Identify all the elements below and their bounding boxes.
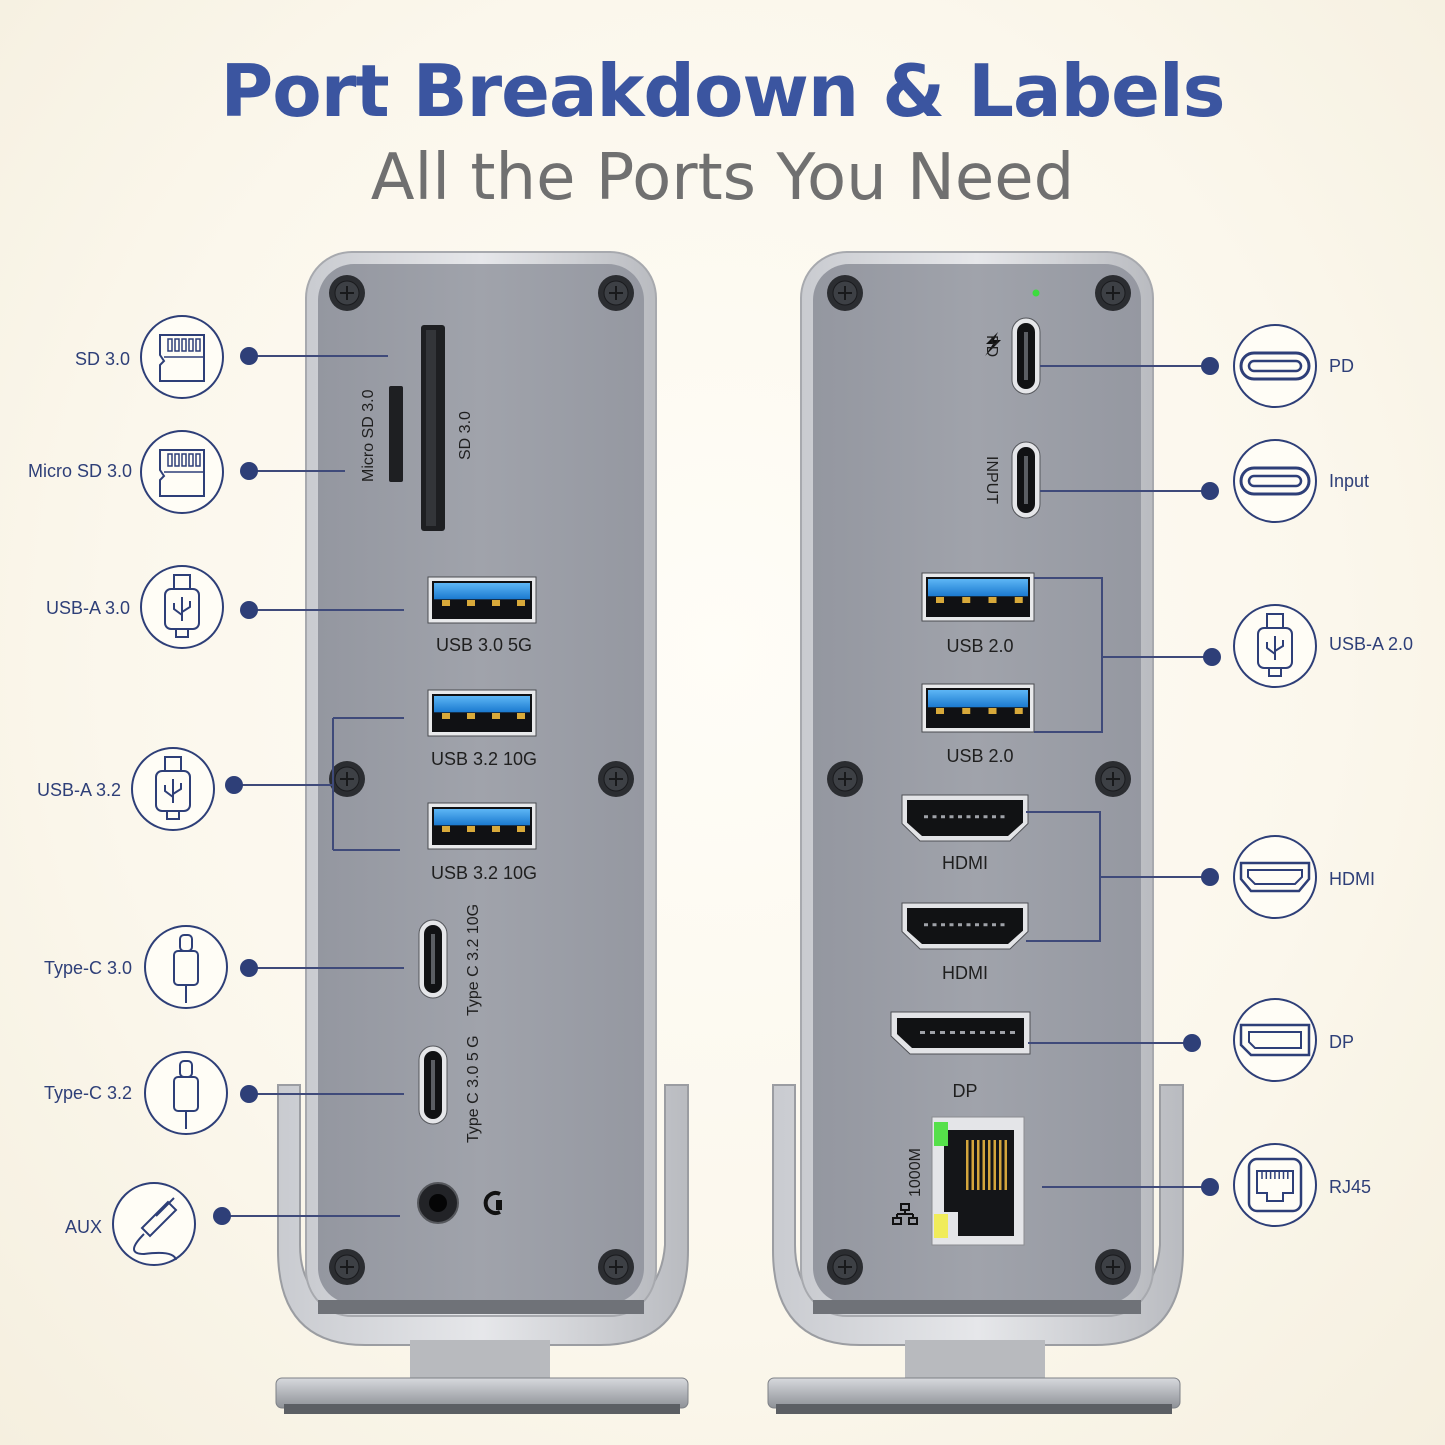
callout-dot: [240, 1085, 258, 1103]
dp-port-label: DP: [952, 1081, 978, 1101]
screw: [329, 1249, 365, 1285]
callout-dot: [225, 776, 243, 794]
screw: [598, 275, 634, 311]
screw: [827, 275, 863, 311]
ethernet-port-icon: [1233, 1143, 1317, 1227]
usb20-port-label-2: USB 2.0: [946, 746, 1014, 766]
headphones-icon: [483, 1191, 502, 1215]
callout-label-hdmi: HDMI: [1329, 869, 1375, 889]
lightning-icon: [985, 332, 1001, 356]
usb-port-label-2: USB 3.2 10G: [430, 749, 538, 769]
callout-label-micro-sd: Micro SD 3.0: [27, 461, 132, 481]
usb-c-port-icon: [1233, 324, 1317, 408]
callout-label-pd: PD: [1329, 356, 1355, 376]
screw: [1095, 761, 1131, 797]
usb-c-plug-icon: [144, 925, 228, 1009]
page-title: Port Breakdown & Labels: [220, 49, 1226, 133]
type-c-port-2: [418, 1045, 448, 1125]
left-dock: [275, 251, 689, 1414]
screw: [1095, 1249, 1131, 1285]
pd-type-c-port: [1011, 317, 1041, 395]
usb-3-2-port-2: [427, 802, 537, 850]
sd-slot-label: SD 3.0: [457, 411, 474, 460]
callout-dot: [1183, 1034, 1201, 1052]
callout-dot: [213, 1207, 231, 1225]
usb-c-port-icon: [1233, 439, 1317, 523]
micro-sd-card-icon: [140, 430, 224, 514]
callout-label-rj45: RJ45: [1329, 1177, 1372, 1197]
usb20-port-label-1: USB 2.0: [946, 636, 1014, 656]
screw: [329, 275, 365, 311]
callout-dot: [240, 347, 258, 365]
usb-3-0-port: [427, 576, 537, 624]
usb-a-plug-icon: [1233, 604, 1317, 688]
screw: [1095, 275, 1131, 311]
hdmi-port-label-2: HDMI: [942, 963, 988, 983]
page-subtitle: All the Ports You Need: [370, 141, 1075, 215]
callout-label-usb-a-30: USB-A 3.0: [45, 598, 130, 618]
hdmi-port-icon: [1233, 835, 1317, 919]
screw: [827, 1249, 863, 1285]
callout-line: [234, 717, 404, 851]
callout-dot: [240, 601, 258, 619]
hdmi-port-1: [901, 794, 1029, 842]
callout-label-dp: DP: [1329, 1032, 1355, 1052]
callout-dot: [1203, 648, 1221, 666]
hdmi-port-2: [901, 902, 1029, 950]
usb-a-plug-icon: [131, 747, 215, 831]
usb-3-2-port-1: [427, 689, 537, 737]
usb-2-0-port-2: [921, 683, 1035, 733]
callout-dot: [1201, 1178, 1219, 1196]
callout-line: [1026, 811, 1210, 942]
usb-port-label-1: USB 3.0 5G: [435, 635, 533, 655]
micro-sd-slot-label: Micro SD 3.0: [360, 389, 377, 482]
callout-label-aux: AUX: [64, 1217, 102, 1237]
usb-a-plug-icon: [140, 565, 224, 649]
type-c-port-1: [418, 919, 448, 999]
sd-card-icon: [140, 315, 224, 399]
callout-dot: [240, 462, 258, 480]
callout-dot: [1201, 357, 1219, 375]
type-c-port-label-2: Type C 3.0 5 G: [465, 1035, 482, 1143]
hdmi-port-label-1: HDMI: [942, 853, 988, 873]
usb-c-plug-icon: [144, 1051, 228, 1135]
screw: [598, 761, 634, 797]
pd-port-label: PD: [983, 335, 1000, 358]
callout-label-sd: SD 3.0: [74, 349, 130, 369]
callout-label-type-c-32: Type-C 3.2: [43, 1083, 132, 1103]
input-port-label: INPUT: [983, 456, 1000, 504]
callout-dot: [1201, 482, 1219, 500]
network-icon: [892, 1203, 918, 1225]
displayport-icon: [1233, 998, 1317, 1082]
displayport-port: [890, 1011, 1031, 1055]
ethernet-speed-label: 1000M: [907, 1148, 924, 1197]
callout-label-usb-a-20: USB-A 2.0: [1329, 634, 1414, 654]
usb-2-0-port-1: [921, 572, 1035, 622]
screw: [598, 1249, 634, 1285]
audio-jack-icon: [112, 1182, 196, 1266]
screw: [827, 761, 863, 797]
callout-label-input: Input: [1329, 471, 1370, 491]
status-led: [1032, 289, 1040, 297]
ethernet-port: [931, 1116, 1025, 1246]
callout-line: [1034, 577, 1212, 733]
callout-label-type-c-30: Type-C 3.0: [43, 958, 132, 978]
type-c-port-label-1: Type C 3.2 10G: [465, 903, 482, 1016]
callout-dot: [240, 959, 258, 977]
callout-dot: [1201, 868, 1219, 886]
input-type-c-port: [1011, 441, 1041, 519]
screw: [329, 761, 365, 797]
micro-sd-slot: [389, 386, 403, 482]
usb-port-label-3: USB 3.2 10G: [430, 863, 538, 883]
callout-label-usb-a-32: USB-A 3.2: [36, 780, 121, 800]
